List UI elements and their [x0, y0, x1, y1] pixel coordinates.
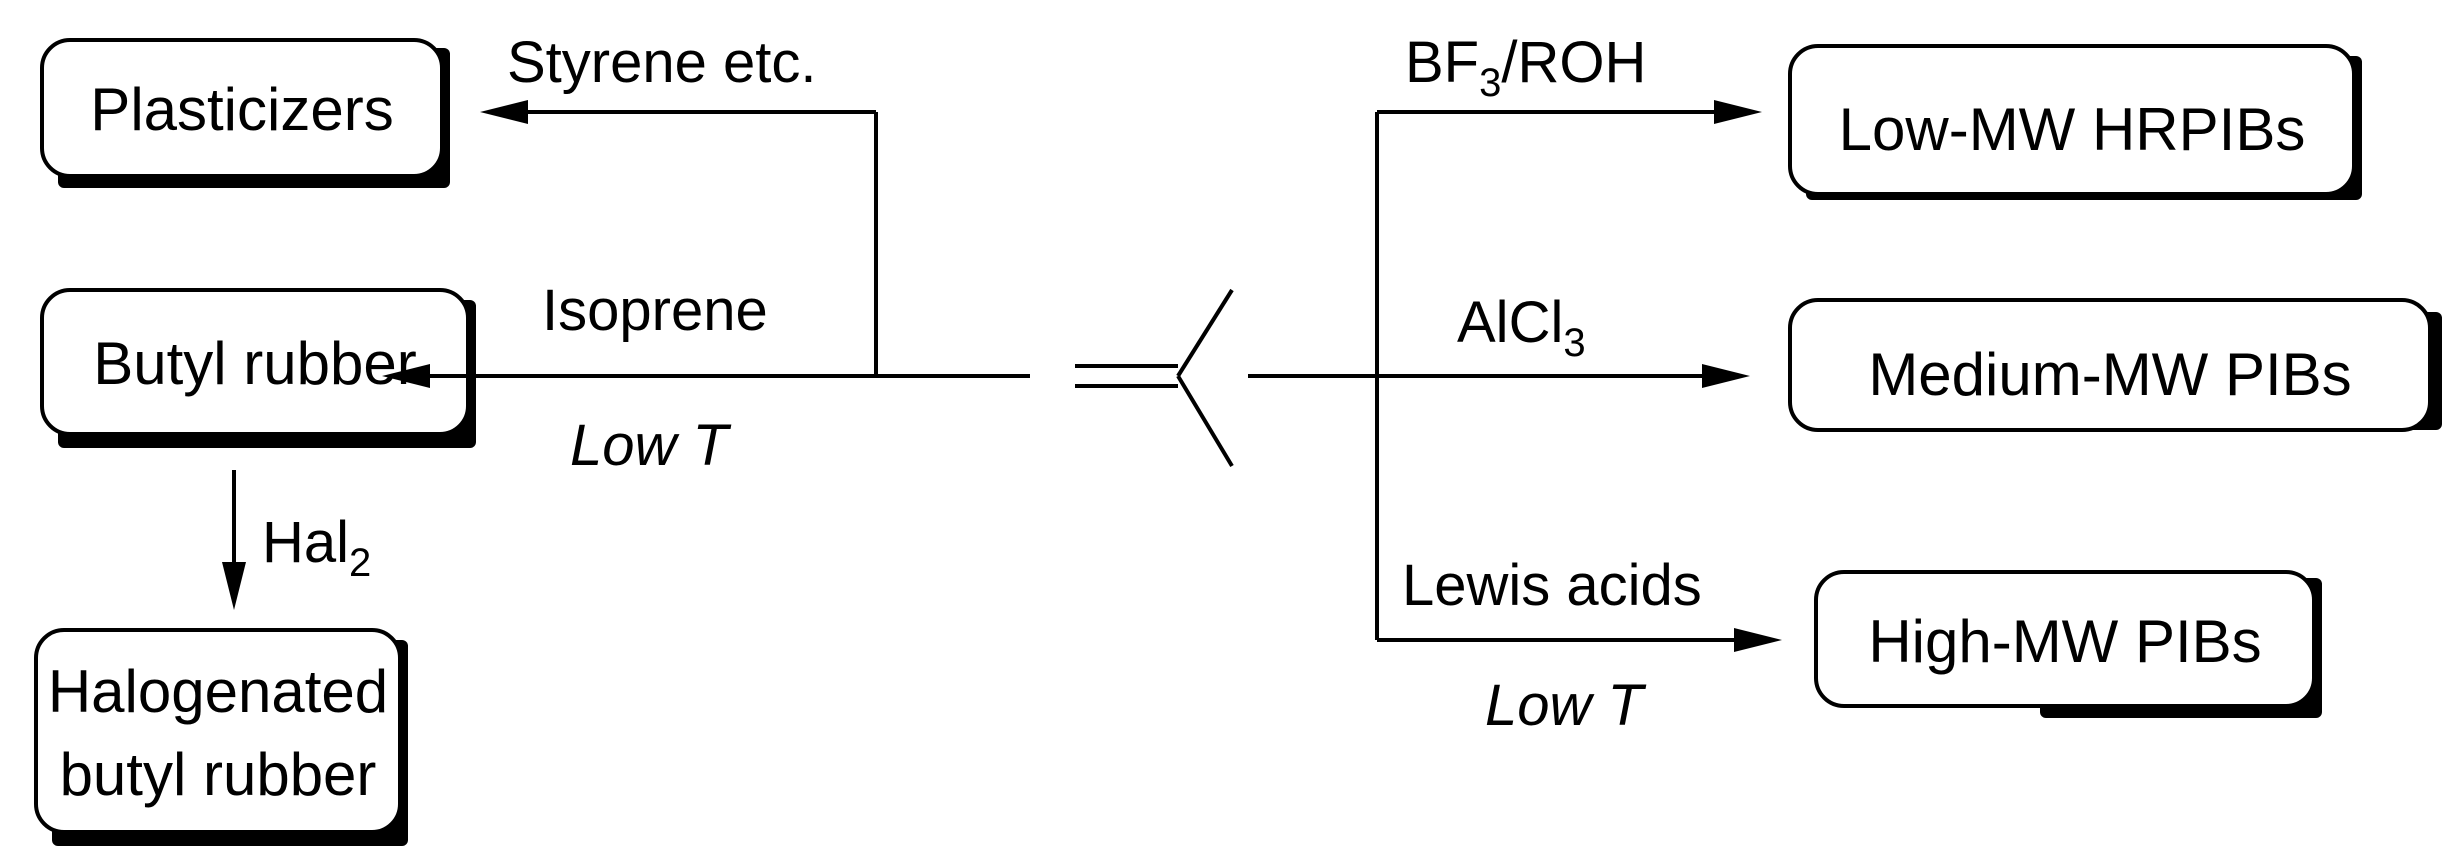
arrowhead-to-halogenated [222, 562, 246, 610]
plasticizers-box: Plasticizers [40, 38, 450, 188]
arrowhead-to-medium-mw [1702, 364, 1750, 388]
butyl-rubber-box: Butyl rubber [40, 288, 476, 448]
low-t-right-label: Low T [1485, 673, 1647, 738]
arrowhead-to-plasticizers [480, 100, 528, 124]
arrowhead-to-low-mw [1714, 100, 1762, 124]
butyl-rubber-label: Butyl rubber [93, 330, 417, 397]
arrowhead-to-high-mw [1734, 628, 1782, 652]
plasticizers-label: Plasticizers [90, 76, 393, 143]
isoprene-label: Isoprene [542, 278, 768, 343]
arrowhead-to-butyl-rubber [382, 364, 430, 388]
halogenated-label-line2: butyl rubber [60, 741, 377, 808]
left-arrows [382, 100, 1030, 388]
right-arrows [1248, 100, 1782, 652]
low-mw-label: Low-MW HRPIBs [1839, 96, 2306, 163]
low-mw-box: Low-MW HRPIBs [1788, 44, 2362, 200]
hal2-label: Hal2 [262, 510, 371, 585]
halogenated-butyl-rubber-box: Halogenated butyl rubber [34, 628, 408, 846]
styrene-label: Styrene etc. [507, 30, 816, 95]
medium-mw-box: Medium-MW PIBs [1788, 298, 2442, 432]
halogenated-label-line1: Halogenated [48, 658, 388, 725]
high-mw-label: High-MW PIBs [1868, 608, 2261, 675]
isobutylene-icon [1075, 288, 1234, 468]
alcl3-label: AlCl3 [1457, 290, 1586, 365]
lewis-acids-label: Lewis acids [1402, 553, 1702, 618]
down-arrow [222, 470, 246, 610]
bf3-roh-label: BF3/ROH [1405, 30, 1646, 105]
medium-mw-label: Medium-MW PIBs [1868, 341, 2351, 408]
low-t-left-label: Low T [570, 413, 732, 478]
high-mw-box: High-MW PIBs [1814, 570, 2322, 718]
